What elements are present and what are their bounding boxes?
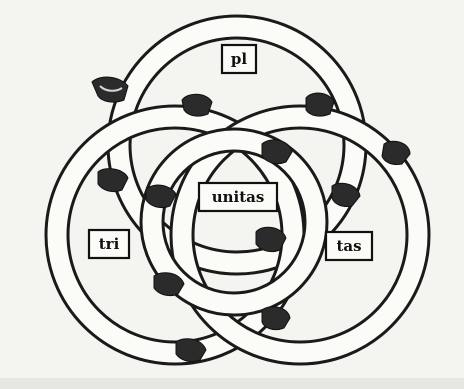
tube-upper-mid: [182, 94, 212, 116]
label-tri-text: tri: [99, 235, 120, 253]
label-tas-text: tas: [336, 237, 361, 255]
label-unitas: unitas: [199, 183, 277, 211]
tube-upper-right: [306, 93, 334, 116]
tube-mid-left: [146, 185, 176, 208]
tube-center-lower: [256, 227, 286, 251]
label-pl: pl: [222, 45, 256, 73]
label-tas: tas: [326, 232, 372, 260]
label-unitas-text: unitas: [212, 188, 265, 206]
label-tri: tri: [89, 230, 129, 258]
scan-edge: [0, 378, 464, 389]
tube-mid-right: [262, 140, 292, 164]
tube-lower-right: [262, 307, 290, 330]
label-pl-text: pl: [231, 50, 247, 68]
tube-top-left: [92, 77, 128, 102]
